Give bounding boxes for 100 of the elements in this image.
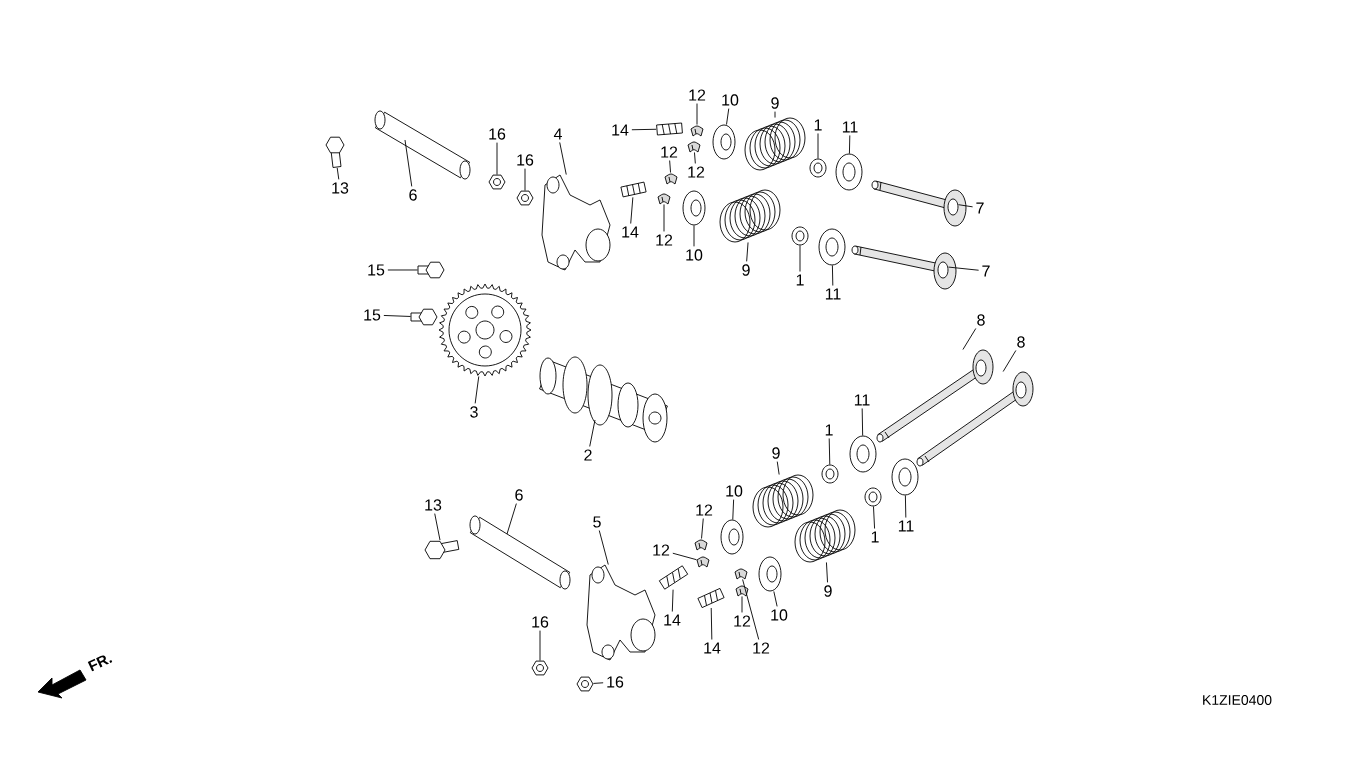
- callout-number: 15: [368, 264, 385, 276]
- screw-drawing: [656, 122, 683, 136]
- nut-drawing: [488, 174, 506, 190]
- leader-line: [383, 315, 411, 317]
- leader-line: [663, 204, 665, 232]
- callout-number: 16: [489, 128, 506, 140]
- callout-number: 5: [593, 516, 601, 528]
- callout-number: 11: [854, 394, 870, 406]
- seat-drawing: [891, 458, 919, 496]
- callout-number: 9: [742, 264, 750, 276]
- rocker-arm-drawing: [586, 564, 656, 661]
- spring-drawing: [794, 509, 856, 563]
- leader-line: [434, 513, 441, 541]
- callout-number: 8: [1017, 336, 1025, 348]
- spring-drawing: [752, 474, 814, 528]
- callout-number: 1: [796, 274, 804, 286]
- diagram-code: K1ZIE0400: [1203, 695, 1272, 705]
- leader-line: [404, 139, 413, 187]
- keeper-drawing: [690, 125, 704, 137]
- leader-line: [828, 438, 831, 465]
- valve-drawing: [871, 180, 967, 227]
- leader-line: [524, 168, 526, 192]
- callout-number: 1: [825, 424, 833, 436]
- leader-line: [539, 630, 541, 662]
- rocker-arm-drawing: [541, 174, 611, 271]
- callout-number: 8: [977, 314, 985, 326]
- callout-number: 9: [824, 585, 832, 597]
- callout-number: 3: [470, 406, 478, 418]
- callout-number: 6: [515, 489, 523, 501]
- seat-drawing: [818, 228, 846, 266]
- retainer-drawing: [682, 190, 706, 226]
- keeper-drawing: [734, 568, 748, 580]
- leader-line: [732, 499, 735, 520]
- callout-number: 12: [661, 146, 678, 158]
- callout-number: 16: [532, 616, 549, 628]
- leader-line: [958, 204, 974, 208]
- leader-line: [831, 265, 834, 286]
- leader-line: [589, 419, 596, 447]
- leader-line: [848, 135, 851, 154]
- valve-drawing: [851, 245, 957, 290]
- leader-line: [701, 518, 704, 539]
- callout-number: 11: [825, 288, 841, 300]
- screw-drawing: [658, 565, 689, 590]
- shaft-drawing: [469, 515, 571, 590]
- leader-line: [873, 506, 876, 529]
- screw-drawing: [697, 587, 725, 609]
- keeper-drawing: [694, 539, 708, 551]
- valve-drawing: [876, 349, 994, 443]
- callout-number: 7: [976, 202, 984, 214]
- seal-drawing: [791, 226, 809, 246]
- callout-number: 1: [871, 531, 879, 543]
- callout-number: 16: [607, 676, 624, 688]
- leader-line: [506, 503, 517, 535]
- leader-line: [598, 530, 609, 565]
- nut-drawing: [531, 660, 549, 676]
- screw-drawing: [620, 181, 647, 198]
- leader-line: [726, 108, 730, 125]
- callout-number: 13: [425, 499, 442, 511]
- callout-number: 11: [898, 520, 914, 532]
- callout-number: 6: [409, 189, 417, 201]
- spring-drawing: [744, 117, 806, 171]
- retainer-drawing: [758, 556, 782, 592]
- nut-drawing: [516, 190, 534, 206]
- valve-drawing: [916, 371, 1034, 467]
- callout-number: 12: [753, 642, 770, 654]
- nut-drawing: [576, 676, 594, 692]
- seal-drawing: [809, 158, 827, 178]
- leader-line: [826, 562, 828, 583]
- callout-number: 12: [696, 504, 713, 516]
- leader-line: [962, 328, 977, 350]
- callout-number: 9: [772, 447, 780, 459]
- retainer-drawing: [712, 124, 736, 160]
- leader-line: [336, 167, 340, 180]
- callout-number: 11: [842, 121, 858, 133]
- sprocket-drawing: [438, 283, 532, 377]
- leader-line: [559, 142, 567, 175]
- leader-line: [776, 461, 780, 475]
- callout-number: 10: [726, 485, 743, 497]
- leader-line: [694, 152, 696, 164]
- callout-number: 12: [734, 615, 751, 627]
- callout-number: 10: [722, 94, 739, 106]
- callout-number: 14: [704, 642, 721, 654]
- leader-line: [741, 596, 743, 613]
- callout-number: 7: [982, 265, 990, 277]
- leader-line: [631, 128, 657, 131]
- leader-line: [669, 160, 671, 173]
- callout-number: 16: [517, 154, 534, 166]
- leader-line: [904, 495, 907, 518]
- leader-line: [948, 266, 980, 271]
- keeper-drawing: [696, 556, 710, 568]
- callout-number: 9: [771, 97, 779, 109]
- callout-number: 14: [622, 226, 639, 238]
- bolt-drawing: [325, 136, 345, 168]
- keeper-drawing: [735, 585, 749, 597]
- callout-number: 12: [656, 234, 673, 246]
- leader-line: [671, 589, 674, 612]
- keeper-drawing: [687, 141, 701, 153]
- leader-line: [496, 142, 498, 176]
- seal-drawing: [864, 487, 882, 507]
- bolt-drawing: [410, 308, 438, 326]
